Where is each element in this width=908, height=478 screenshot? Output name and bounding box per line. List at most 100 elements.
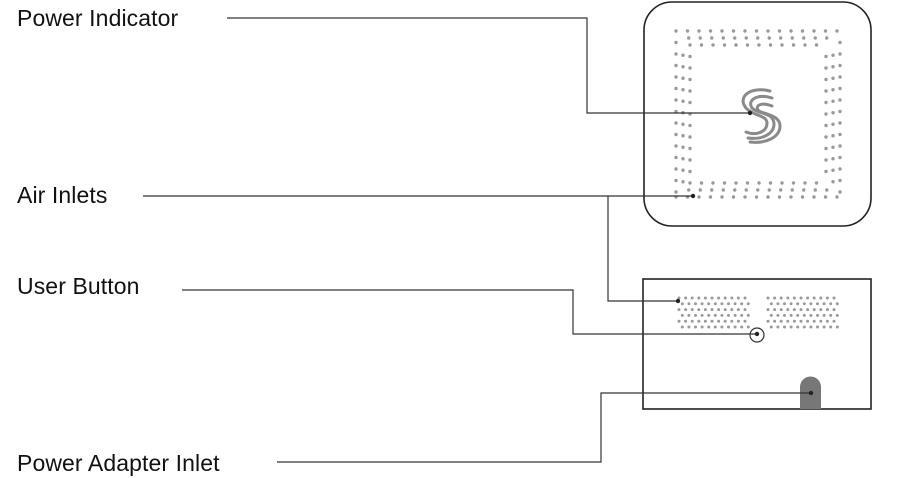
air-inlet-dot — [688, 181, 692, 185]
air-inlet-dot — [677, 296, 681, 300]
air-inlet-dot — [674, 121, 678, 125]
air-inlet-dot — [688, 100, 692, 105]
air-inlet-dot — [838, 52, 842, 56]
air-inlet-dot — [780, 181, 784, 185]
leader-power-indicator — [227, 17, 753, 116]
air-inlet-dot — [699, 181, 704, 185]
air-inlet-dot — [824, 123, 828, 128]
air-inlet-dot — [743, 308, 747, 312]
air-inlet-dot — [736, 296, 740, 300]
air-inlet-dot — [789, 29, 793, 33]
air-inlet-dot — [720, 302, 724, 306]
air-inlet-dot — [766, 296, 770, 300]
air-inlet-dot — [717, 308, 721, 312]
air-inlet-dot — [832, 319, 836, 323]
air-inlet-dot — [746, 302, 750, 306]
air-inlet-dot — [831, 88, 835, 92]
air-inlet-dot — [838, 98, 842, 102]
air-inlet-dot — [688, 135, 692, 139]
air-inlet-dot — [684, 296, 688, 300]
air-inlet-dot — [684, 308, 688, 312]
air-inlet-dot — [754, 29, 759, 33]
air-inlet-dot — [802, 313, 806, 317]
air-inlet-dot — [708, 29, 713, 33]
air-inlet-dot — [743, 195, 747, 199]
air-inlet-dot — [745, 181, 750, 185]
air-inlet-dot — [812, 29, 816, 33]
air-inlet-dot — [681, 76, 685, 80]
air-inlet-dot — [674, 86, 678, 91]
air-inlet-dot — [791, 181, 796, 185]
air-inlet-dot — [824, 158, 828, 162]
air-inlet-dot — [710, 319, 714, 323]
air-inlet-dot — [824, 112, 828, 116]
air-inlet-dot — [825, 188, 829, 192]
air-inlet-dot — [829, 313, 833, 317]
air-inlet-dot — [723, 296, 727, 300]
air-inlet-dot — [783, 325, 786, 329]
air-inlet-dot — [743, 296, 747, 300]
label-air-inlets: Air Inlets — [17, 182, 107, 208]
air-inlet-dot — [733, 325, 737, 329]
air-inlet-dot — [838, 63, 842, 68]
air-inlet-dot — [767, 188, 771, 192]
air-inlet-dot — [674, 155, 678, 160]
air-inlet-dot — [703, 319, 707, 323]
air-inlet-dot — [822, 325, 826, 329]
air-inlet-dot — [796, 325, 800, 329]
air-inlet-dot — [806, 319, 810, 323]
air-inlet-dot — [838, 75, 842, 79]
air-inlet-dot — [803, 181, 807, 185]
air-inlet-dot — [700, 313, 704, 317]
air-inlet-dot — [838, 144, 842, 148]
air-inlet-dot — [721, 36, 725, 40]
air-inlet-dot — [779, 36, 783, 40]
air-inlet-dot — [731, 195, 736, 199]
air-inlet-dot — [809, 313, 813, 317]
side-air-inlet-dots-right — [766, 296, 839, 329]
air-inlet-dot — [687, 313, 691, 317]
air-inlet-dot — [802, 36, 806, 40]
air-inlet-dot — [831, 111, 835, 115]
air-inlet-dot — [831, 145, 835, 149]
air-inlet-dot — [727, 302, 730, 306]
air-inlet-dot — [688, 77, 692, 82]
air-inlet-dot — [768, 43, 773, 47]
air-inlet-dot — [816, 325, 819, 329]
air-inlet-dot — [838, 132, 842, 137]
air-inlet-dot — [814, 43, 819, 47]
air-inlet-dot — [697, 296, 701, 300]
air-inlet-dot — [744, 188, 748, 192]
air-inlet-dot — [789, 302, 793, 306]
air-inlet-dot — [792, 308, 796, 312]
air-inlet-dot — [838, 167, 842, 171]
air-inlet-dot — [838, 178, 842, 183]
air-inlet-dot — [802, 325, 806, 329]
air-inlet-dot — [688, 89, 692, 93]
air-inlet-dot — [835, 302, 839, 306]
air-inlet-dot — [812, 319, 816, 323]
top-air-inlet-dots — [674, 29, 842, 199]
air-inlet-dot — [754, 195, 759, 199]
air-inlet-dot — [740, 302, 744, 306]
label-power-adapter-inlet: Power Adapter Inlet — [17, 450, 220, 476]
air-inlet-dot — [819, 308, 823, 312]
air-inlet-dot — [744, 36, 748, 40]
air-inlet-dot — [713, 313, 717, 317]
air-inlet-dot — [674, 178, 678, 183]
air-inlet-dot — [674, 132, 678, 137]
air-inlet-dot — [773, 308, 777, 312]
air-inlet-dot — [694, 325, 697, 329]
air-inlet-dot — [824, 135, 828, 139]
air-inlet-dot — [812, 195, 816, 199]
air-inlet-dot — [776, 325, 780, 329]
air-inlet-dot — [681, 145, 685, 149]
air-inlet-dot — [677, 308, 681, 312]
air-inlet-dot — [740, 313, 744, 317]
air-inlet-dot — [835, 313, 839, 317]
air-inlet-dot — [831, 134, 835, 138]
air-inlet-dot — [831, 76, 835, 80]
air-inlet-dot — [769, 313, 773, 317]
air-inlet-dot — [687, 302, 691, 306]
side-air-inlet-dots-left — [677, 296, 750, 329]
